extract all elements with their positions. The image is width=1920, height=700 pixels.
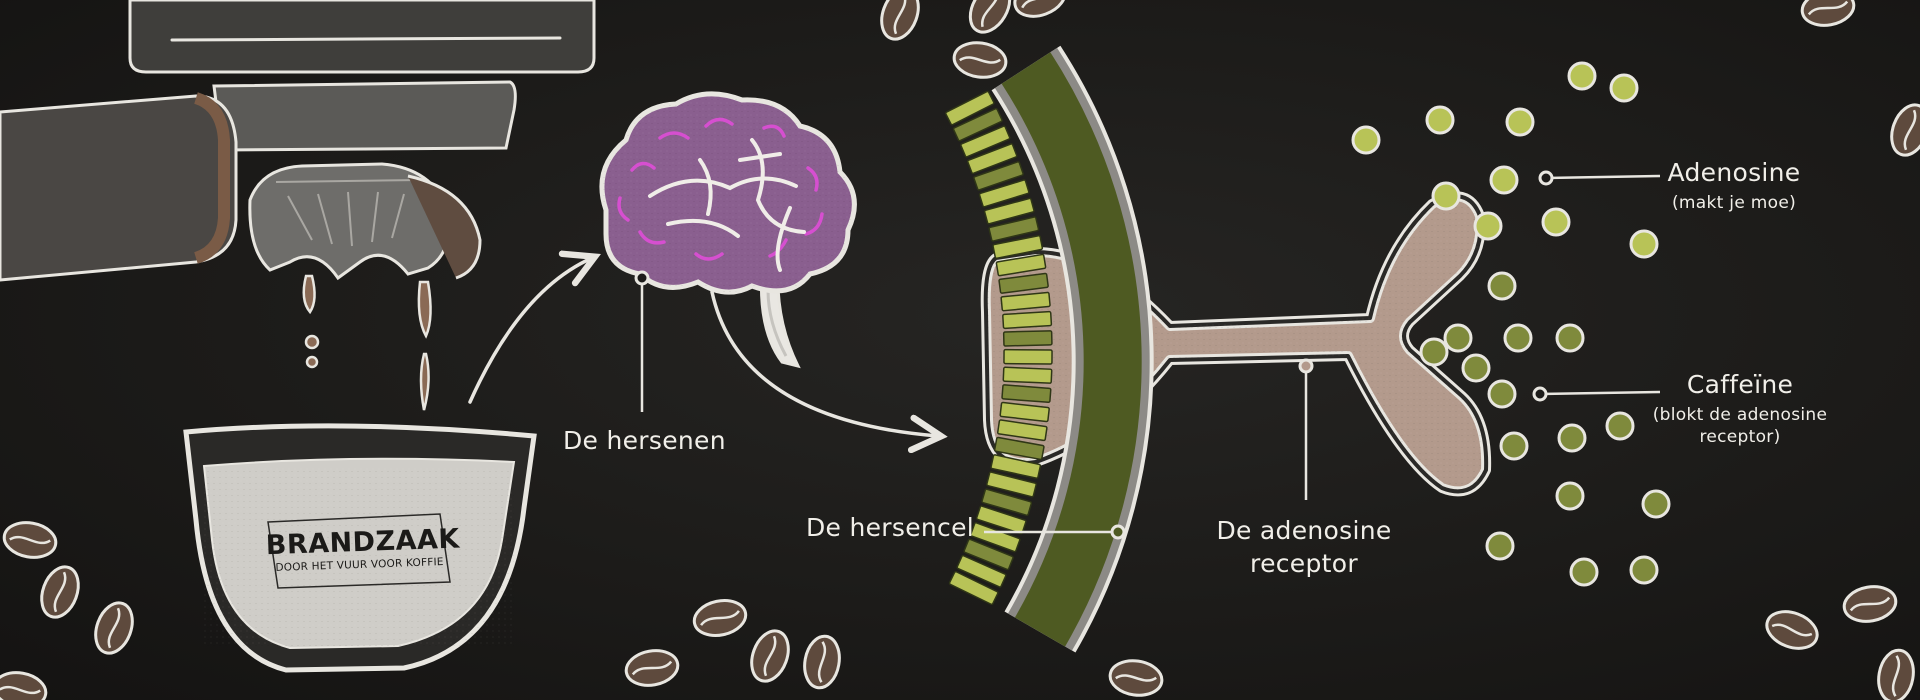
- arrow-brain-to-cell: [710, 290, 938, 436]
- membrane-segment: [1000, 291, 1051, 312]
- membrane-segment: [990, 454, 1042, 479]
- adenosine-molecule: [1425, 105, 1455, 135]
- membrane-segment: [944, 90, 995, 126]
- membrane-segment: [973, 161, 1024, 191]
- label-caffeine-title: Caffeïne: [1686, 370, 1794, 399]
- coffee-cup: [183, 423, 537, 673]
- membrane-segment: [988, 216, 1040, 242]
- label-brain-cell: De hersencel: [806, 513, 975, 542]
- membrane-segment: [975, 505, 1027, 535]
- label-caffeine: Caffeïne (blokt de adenosine receptor): [1640, 370, 1840, 447]
- caffeine-molecule: [1443, 323, 1473, 353]
- cell-pointer-dot: [1110, 524, 1126, 540]
- brain-pointer-dot: [634, 270, 650, 286]
- caffeine-molecule: [1503, 323, 1533, 353]
- adenosine-molecule: [1567, 61, 1597, 91]
- membrane-segment: [996, 419, 1048, 442]
- membrane-segment: [948, 570, 999, 606]
- membrane-segment: [1003, 348, 1053, 365]
- adenosine-molecule: [1629, 229, 1659, 259]
- membrane-segment: [1001, 384, 1052, 404]
- caffeine-pointer-dot: [1532, 386, 1548, 402]
- caffeine-molecule: [1487, 379, 1517, 409]
- membrane-segment: [999, 401, 1050, 423]
- membrane-segment: [993, 436, 1045, 461]
- molecules: [1351, 61, 1671, 587]
- brain-illustration: [599, 91, 857, 369]
- caffeine-molecule: [1641, 489, 1671, 519]
- caffeine-molecule: [1605, 411, 1635, 441]
- label-caffeine-note-line2: receptor): [1699, 427, 1781, 447]
- caffeine-molecule: [1555, 323, 1585, 353]
- membrane-segment: [963, 538, 1014, 571]
- label-brain: De hersenen: [563, 426, 726, 455]
- adenosine-molecule: [1473, 211, 1503, 241]
- membrane-segment: [970, 522, 1021, 553]
- label-receptor-line1: De adenosine: [1216, 516, 1392, 545]
- adenosine-molecule: [1609, 73, 1639, 103]
- caffeine-molecule: [1629, 555, 1659, 585]
- adenosine-molecule: [1489, 165, 1519, 195]
- membrane-segment: [986, 471, 1037, 498]
- adenosine-molecule: [1431, 181, 1461, 211]
- membrane-segment: [952, 107, 1003, 142]
- caffeine-molecule: [1461, 353, 1491, 383]
- caffeine-molecule: [1555, 481, 1585, 511]
- adenosine-molecule: [1505, 107, 1535, 137]
- membrane-segment: [995, 253, 1047, 277]
- adenosine-molecule: [1541, 207, 1571, 237]
- membrane-segment: [1002, 366, 1053, 384]
- label-receptor-line2: receptor: [1250, 549, 1358, 578]
- label-adenosine-title: Adenosine: [1667, 158, 1801, 187]
- membrane-segment: [960, 125, 1011, 158]
- caffeine-molecule: [1419, 337, 1449, 367]
- receptor-pointer-dot: [1298, 358, 1314, 374]
- membrane-segment: [998, 272, 1049, 294]
- label-adenosine: Adenosine (makt je moe): [1654, 158, 1814, 213]
- membrane-segment: [966, 143, 1018, 175]
- adenosine-pointer-dot: [1538, 170, 1554, 186]
- espresso-machine: [0, 0, 596, 411]
- membrane-segment: [992, 234, 1044, 260]
- brain-cell-membrane: [944, 45, 1154, 653]
- membrane-segment: [956, 554, 1007, 588]
- caffeine-molecule: [1557, 423, 1587, 453]
- membrane-segment: [983, 197, 1035, 225]
- arrow-cup-to-brain: [468, 258, 592, 404]
- caffeine-molecule: [1485, 531, 1515, 561]
- membrane-segment: [1002, 310, 1053, 330]
- adenosine-molecule: [1351, 125, 1381, 155]
- label-receptor: De adenosine receptor: [1204, 516, 1404, 578]
- membrane-segment: [978, 179, 1030, 208]
- brand-logo: BRANDZAAK DOOR HET VUUR VOOR KOFFIE: [265, 523, 461, 574]
- membrane-segment: [1002, 330, 1053, 347]
- caffeine-molecule: [1487, 271, 1517, 301]
- label-adenosine-note: (makt je moe): [1671, 193, 1797, 213]
- caffeine-molecule: [1499, 431, 1529, 461]
- caffeine-molecule: [1569, 557, 1599, 587]
- membrane-segment: [981, 488, 1033, 516]
- label-caffeine-note-line1: (blokt de adenosine: [1652, 405, 1828, 425]
- brand-name: BRANDZAAK: [265, 523, 461, 562]
